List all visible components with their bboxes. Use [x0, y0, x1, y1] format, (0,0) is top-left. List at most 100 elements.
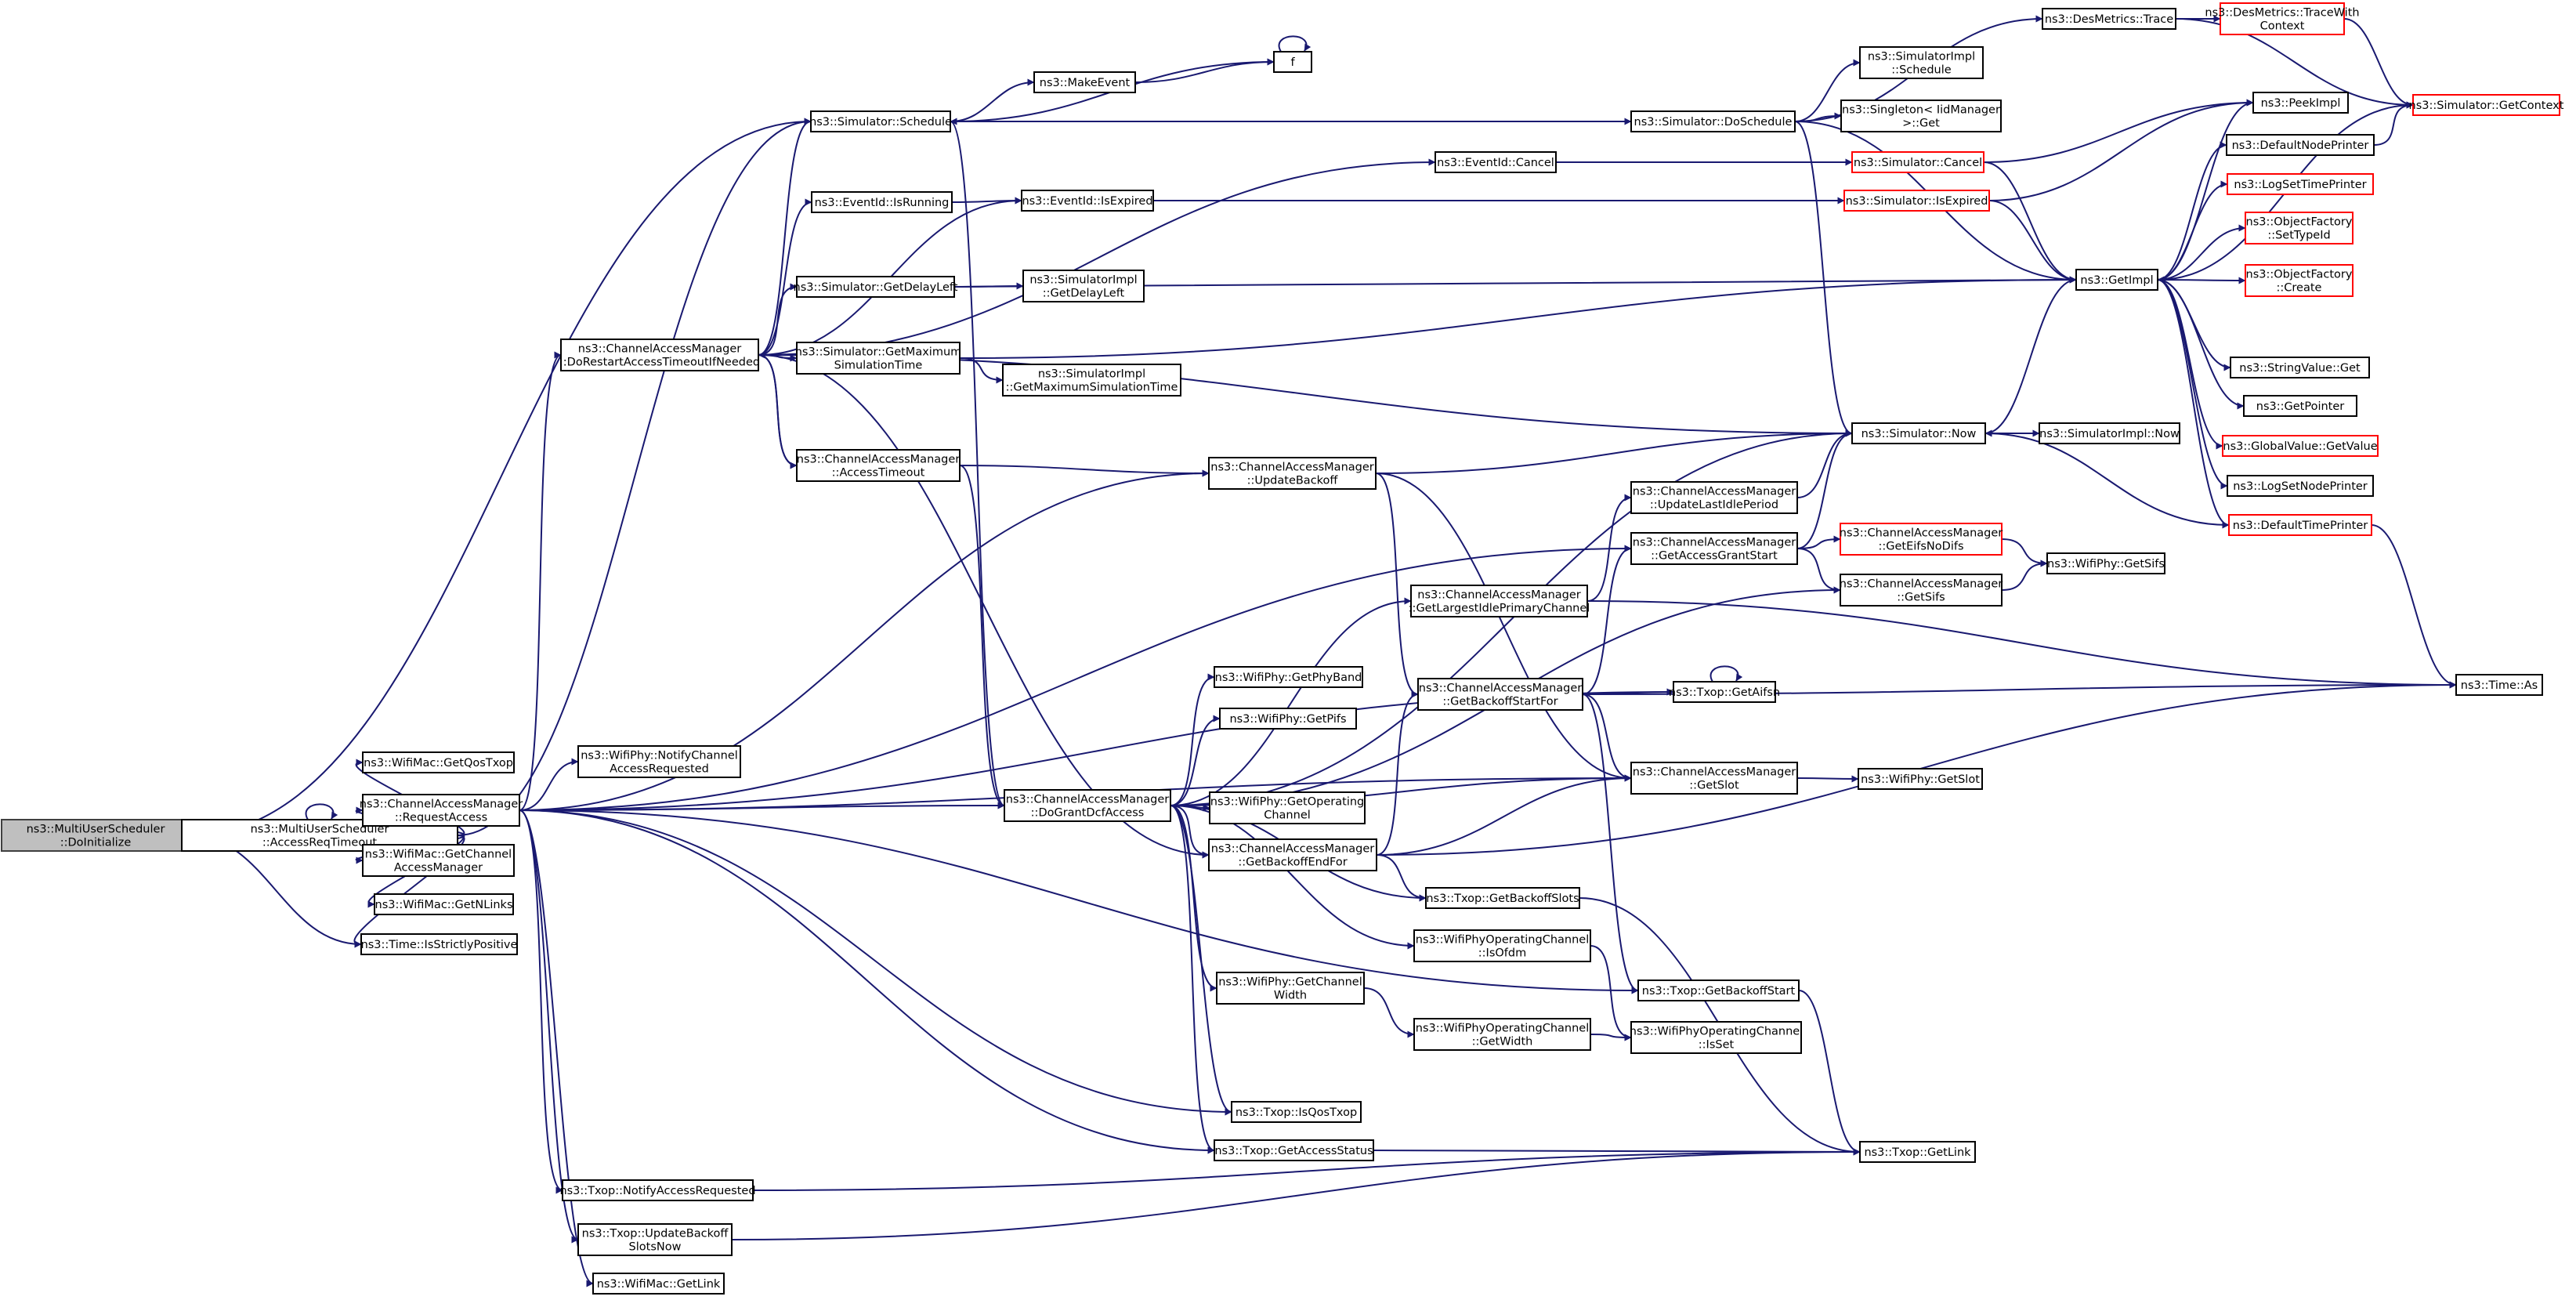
node-getphyband[interactable]: ns3::WifiPhy::GetPhyBand: [1214, 666, 1363, 688]
node-updbackoff[interactable]: ns3::ChannelAccessManager::UpdateBackoff: [1208, 457, 1377, 490]
node-strictpos[interactable]: ns3::Time::IsStrictlyPositive: [360, 933, 518, 955]
node-getdelay[interactable]: ns3::Simulator::GetDelayLeft: [794, 276, 958, 298]
node-deftime[interactable]: ns3::DefaultTimePrinter: [2228, 514, 2372, 536]
node-box: [1219, 708, 1357, 730]
node-getbackstart[interactable]: ns3::ChannelAccessManager::GetBackoffSta…: [1417, 678, 1583, 711]
node-label: ::DoGrantDcfAccess: [1031, 807, 1145, 820]
node-label: ::Schedule: [1891, 64, 1951, 77]
node-opchwidth[interactable]: ns3::WifiPhyOperatingChannel::GetWidth: [1413, 1018, 1591, 1051]
node-defnode[interactable]: ns3::DefaultNodePrinter: [2226, 134, 2375, 156]
node-getimpl[interactable]: ns3::GetImpl: [2075, 269, 2158, 291]
node-evexpired[interactable]: ns3::EventId::IsExpired: [1021, 190, 1154, 212]
node-grantstart[interactable]: ns3::ChannelAccessManager::GetAccessGran…: [1630, 532, 1798, 565]
node-getaccstat[interactable]: ns3::Txop::GetAccessStatus: [1214, 1139, 1374, 1161]
edge-simexpired-to-getimpl: [1988, 200, 2077, 284]
node-settypeid[interactable]: ns3::ObjectFactory::SetTypeId: [2245, 212, 2353, 244]
node-evcancel[interactable]: ns3::EventId::Cancel: [1435, 151, 1557, 173]
edge-dogrant-to-now: [1170, 429, 1853, 806]
node-box: [1214, 1139, 1374, 1161]
edge-makeevent-to-f: [1134, 58, 1275, 83]
node-txnotify[interactable]: ns3::Txop::NotifyAccessRequested: [559, 1179, 756, 1201]
node-getmaxsim[interactable]: ns3::Simulator::GetMaximumSimulationTime: [795, 342, 962, 375]
node-getnlinks[interactable]: ns3::WifiMac::GetNLinks: [374, 893, 514, 915]
node-dogrant[interactable]: ns3::ChannelAccessManager::DoGrantDcfAcc…: [1004, 789, 1171, 822]
node-acctimeout[interactable]: ns3::ChannelAccessManager::AccessTimeout: [796, 449, 961, 482]
node-trace[interactable]: ns3::DesMetrics::Trace: [2042, 8, 2176, 30]
node-camgetslot[interactable]: ns3::ChannelAccessManager::GetSlot: [1630, 762, 1798, 795]
node-label: ns3::ChannelAccessManager: [1419, 683, 1583, 695]
node-getbackslots[interactable]: ns3::Txop::GetBackoffSlots: [1425, 887, 1580, 909]
node-isqostxop[interactable]: ns3::Txop::IsQosTxop: [1231, 1101, 1362, 1123]
node-timeas[interactable]: ns3::Time::As: [2455, 674, 2543, 696]
node-getpointer[interactable]: ns3::GetPointer: [2243, 395, 2357, 417]
node-reqacc[interactable]: ns3::ChannelAccessManager::RequestAccess: [360, 794, 523, 827]
node-txbackstart[interactable]: ns3::Txop::GetBackoffStart: [1637, 980, 1800, 1001]
node-label: ::IsOfdm: [1478, 947, 1526, 960]
node-makeevent[interactable]: ns3::MakeEvent: [1033, 71, 1136, 93]
node-phygetsifs[interactable]: ns3::WifiPhy::GetSifs: [2046, 552, 2165, 574]
node-notifyreq[interactable]: ns3::WifiPhy::NotifyChannelAccessRequest…: [577, 745, 741, 778]
node-schedule[interactable]: ns3::Simulator::Schedule: [809, 110, 952, 132]
node-logsettime[interactable]: ns3::LogSetTimePrinter: [2227, 173, 2374, 195]
node-phygetslot[interactable]: ns3::WifiPhy::GetSlot: [1858, 768, 1983, 790]
node-updlastidle[interactable]: ns3::ChannelAccessManager::UpdateLastIdl…: [1630, 481, 1798, 514]
edge-dogrant-to-isofdm: [1170, 805, 1415, 950]
node-singleton[interactable]: ns3::Singleton< IidManager>::Get: [1840, 100, 2002, 132]
node-implgetdelay[interactable]: ns3::SimulatorImpl::GetDelayLeft: [1022, 270, 1145, 302]
node-now[interactable]: ns3::Simulator::Now: [1851, 422, 1986, 444]
node-simcancel[interactable]: ns3::Simulator::Cancel: [1851, 151, 1984, 173]
edge-getbackstart-to-grantstart: [1582, 545, 1632, 695]
node-f[interactable]: f: [1273, 51, 1312, 73]
node-box: [1417, 678, 1583, 711]
edge-grantstart-to-eifs: [1796, 535, 1841, 549]
edge-reqacc-to-updbackoff: [519, 469, 1210, 811]
node-box: [1208, 457, 1377, 490]
node-label: ns3::StringValue::Get: [2239, 362, 2361, 375]
node-isofdm[interactable]: ns3::WifiPhyOperatingChannel::IsOfdm: [1413, 929, 1591, 962]
node-implschedule[interactable]: ns3::SimulatorImpl::Schedule: [1859, 46, 1984, 79]
node-eifs[interactable]: ns3::ChannelAccessManager::GetEifsNoDifs: [1840, 523, 2003, 556]
edge-txupdate-to-txgetlink: [731, 1148, 1861, 1240]
node-doschedule[interactable]: ns3::Simulator::DoSchedule: [1630, 110, 1796, 132]
node-simexpired[interactable]: ns3::Simulator::IsExpired: [1843, 190, 1990, 212]
node-restart[interactable]: ns3::ChannelAccessManager::DoRestartAcce…: [559, 339, 760, 371]
node-getbackend[interactable]: ns3::ChannelAccessManager::GetBackoffEnd…: [1208, 838, 1377, 871]
node-logsetnode[interactable]: ns3::LogSetNodePrinter: [2227, 475, 2374, 497]
node-box: [1840, 523, 2003, 556]
node-camgetsifs[interactable]: ns3::ChannelAccessManager::GetSifs: [1840, 574, 2003, 607]
node-isset[interactable]: ns3::WifiPhyOperatingChannel::IsSet: [1630, 1021, 1803, 1054]
node-getqos[interactable]: ns3::WifiMac::GetQosTxop: [362, 751, 515, 773]
node-implgetmax[interactable]: ns3::SimulatorImpl::GetMaximumSimulation…: [1002, 364, 1181, 397]
node-aifsn[interactable]: ns3::Txop::GetAifsn: [1669, 681, 1780, 703]
node-gvgetvalue[interactable]: ns3::GlobalValue::GetValue: [2222, 435, 2379, 457]
edge-grantstart-to-camgetsifs: [1796, 548, 1841, 594]
edge-reqacc-to-restart: [519, 351, 562, 811]
node-getcontext[interactable]: ns3::Simulator::GetContext: [2409, 94, 2564, 116]
node-label: ns3::ChannelAccessManager: [1211, 843, 1375, 856]
node-box: [577, 1223, 733, 1256]
node-label: ns3::Txop::NotifyAccessRequested: [559, 1185, 755, 1197]
node-isrunning[interactable]: ns3::EventId::IsRunning: [811, 191, 953, 213]
node-getpifs[interactable]: ns3::WifiPhy::GetPifs: [1219, 708, 1357, 730]
node-box: [1630, 762, 1798, 795]
node-strget[interactable]: ns3::StringValue::Get: [2230, 357, 2370, 378]
node-getlinkmac[interactable]: ns3::WifiMac::GetLink: [592, 1273, 725, 1295]
edge-getimpl-to-getpointer: [2157, 279, 2245, 410]
node-implnow[interactable]: ns3::SimulatorImpl::Now: [2039, 422, 2180, 444]
node-label: ns3::WifiMac::GetQosTxop: [364, 757, 513, 769]
node-label: Channel: [1264, 809, 1311, 822]
edge-accreq-to-accreq: [305, 803, 338, 820]
node-doinit[interactable]: ns3::MultiUserScheduler::DoInitialize: [1, 819, 190, 852]
node-label: ns3::DesMetrics::Trace: [2045, 13, 2173, 26]
node-ofcreate[interactable]: ns3::ObjectFactory::Create: [2245, 264, 2353, 297]
edge-getchwidth-to-opchwidth: [1363, 987, 1415, 1038]
node-box: [1859, 1141, 1976, 1163]
node-peekimpl[interactable]: ns3::PeekImpl: [2252, 92, 2349, 114]
node-txgetlink[interactable]: ns3::Txop::GetLink: [1859, 1141, 1976, 1163]
node-largest[interactable]: ns3::ChannelAccessManager::GetLargestIdl…: [1409, 585, 1590, 617]
